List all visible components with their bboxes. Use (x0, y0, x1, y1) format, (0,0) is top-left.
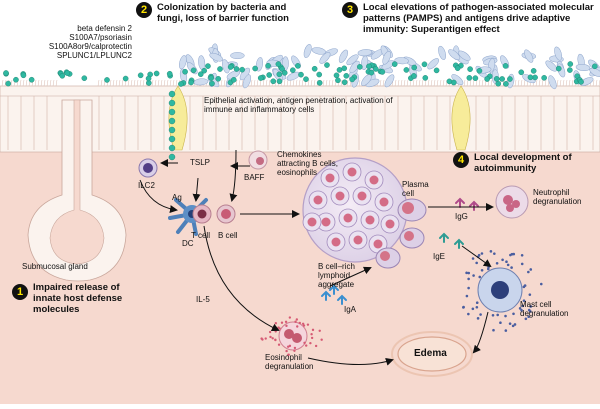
step-1-title: Impaired release of innate host defense … (33, 282, 123, 315)
arrows (139, 149, 494, 366)
arrow-ige-mast (461, 245, 492, 268)
tslp-chain (168, 90, 176, 161)
edema-vessel-outer (391, 331, 473, 377)
step-3-number: 3 (342, 2, 358, 18)
igg-antibodies (455, 197, 479, 211)
igg-label: IgG (455, 212, 468, 221)
t-cell (192, 204, 212, 224)
arrow-epithelial-dc (192, 177, 201, 202)
t-cell-label: T cell (191, 231, 210, 240)
edema-label: Edema (414, 348, 447, 359)
dc-label: DC (182, 239, 194, 248)
mast-cell (477, 267, 523, 313)
defense-molecule: S100A7/psoriasin (69, 33, 132, 42)
plasma-cells (375, 198, 427, 269)
edema-vessel (397, 336, 467, 372)
epithelial-label: Epithelial activation, antigen penetrati… (204, 96, 393, 114)
step-4-title: Local development of autoimmunity (474, 152, 572, 174)
aggregate-cells (302, 162, 400, 254)
chemokines-label: Chemokines attracting B cells, eosinophi… (277, 150, 338, 177)
arrow-ilc2-dc (139, 179, 178, 214)
tslp-label: TSLP (190, 158, 211, 167)
b-cell (216, 204, 236, 224)
ag-label: Ag (172, 193, 182, 202)
step-1-number: 1 (12, 284, 28, 300)
arrow-iga-aggregate (329, 266, 372, 287)
step-3-title: Local elevations of pathogen-associated … (363, 2, 594, 35)
ige-antibodies (439, 232, 464, 249)
arrow-chemokines (229, 149, 238, 202)
plasma-cell-label: Plasma cell (402, 180, 429, 198)
b-cell-label: B cell (218, 231, 238, 240)
mast-cell-label: Mast cell degranulation (520, 300, 569, 318)
iga-antibodies (321, 284, 347, 305)
submucosal-label: Submucosal gland (22, 262, 88, 271)
submucosal-gland (27, 99, 127, 282)
defense-molecule-list: beta defensin 2 S100A7/psoriasin S100A8o… (40, 24, 132, 60)
b-cell-aggregate-label: B cell–rich lymphoid aggregate (318, 262, 355, 289)
epithelium-layer (0, 85, 600, 153)
ilc2-label: ILC2 (138, 181, 155, 190)
iga-label: IgA (344, 305, 357, 314)
microbes (3, 43, 600, 90)
defense-molecule: S100A8or9/calprotectin (48, 42, 132, 51)
step-4-number: 4 (453, 152, 469, 168)
arrow-eos-edema (307, 357, 394, 366)
neutrophil (495, 185, 529, 219)
eosinophil-label: Eosinophil degranulation (265, 353, 314, 371)
step-2-title: Colonization by bacteria and fungi, loss… (157, 2, 289, 24)
arrow-tcell-eos (203, 225, 280, 332)
baff-label: BAFF (244, 173, 265, 182)
eosinophil (278, 321, 308, 351)
arrow-mast-edema (472, 311, 489, 354)
defense-molecule: SPLUNC1/LPLUNC2 (56, 51, 132, 60)
baff-cell (248, 150, 268, 170)
defense-molecule: beta defensin 2 (77, 24, 132, 33)
ilc2-cell (138, 158, 158, 178)
neutrophil-label: Neutrophil degranulation (533, 188, 582, 206)
epithelial-cell-walls (1, 79, 600, 150)
ige-label: IgE (433, 252, 446, 261)
step-2-number: 2 (136, 2, 152, 18)
il5-label: IL-5 (196, 295, 210, 304)
